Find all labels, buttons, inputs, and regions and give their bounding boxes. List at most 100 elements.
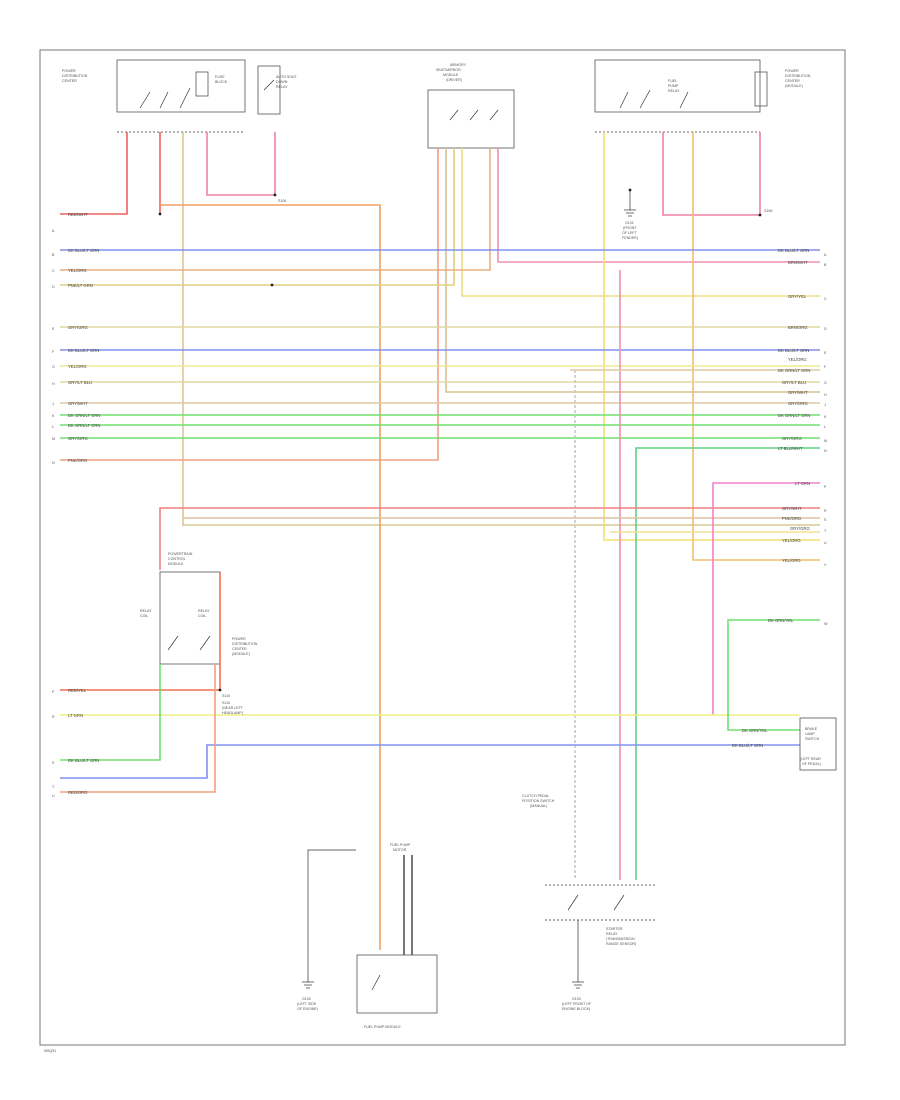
wire-label: GRY/WHT bbox=[782, 506, 802, 511]
pin-letter: R bbox=[52, 715, 55, 719]
pin-letter: B bbox=[52, 253, 55, 257]
wire-label: GRY/ORG bbox=[790, 526, 810, 531]
wire-ml-blue bbox=[60, 744, 800, 779]
wire-label: GRY/ORG bbox=[68, 436, 88, 441]
svg-text:(FRONT: (FRONT bbox=[623, 226, 637, 230]
right-wire-labels: DK BLU/LT GRN BRN/WHT GRY/YEL BRN/ORG DK… bbox=[732, 248, 810, 748]
pin-letter: V bbox=[824, 563, 827, 567]
wire-ml-green-r bbox=[727, 619, 820, 731]
svg-text:PUMP: PUMP bbox=[668, 84, 679, 88]
svg-text:CENTER: CENTER bbox=[785, 79, 800, 83]
wire-tr-yellow bbox=[603, 132, 820, 541]
svg-text:(LEFT SIDE: (LEFT SIDE bbox=[297, 1002, 317, 1006]
svg-text:DISTRIBUTION: DISTRIBUTION bbox=[785, 74, 811, 78]
left-wire-labels: RED/WHT DK BLU/LT GRN YEL/ORG PNK/LT GRN… bbox=[68, 212, 100, 795]
wire-label: DK BLU/LT GRN bbox=[68, 348, 99, 353]
wire-ml-red bbox=[60, 572, 221, 691]
svg-text:G103: G103 bbox=[572, 997, 581, 1001]
wire-label: PNK/ORG bbox=[782, 516, 801, 521]
pin-letter: G bbox=[52, 365, 55, 369]
svg-text:OF LEFT: OF LEFT bbox=[622, 231, 638, 235]
wire-label: YEL/ORG bbox=[788, 357, 807, 362]
svg-text:OF PEDAL): OF PEDAL) bbox=[802, 762, 821, 766]
svg-text:POWER: POWER bbox=[232, 637, 246, 641]
wire-label: LT BLU/WHT bbox=[778, 446, 803, 451]
wire-label: YEL/ORG bbox=[782, 538, 801, 543]
svg-text:SWITCH: SWITCH bbox=[805, 737, 820, 741]
wire-label: BRN/WHT bbox=[788, 260, 808, 265]
top-right-ground-label: G101 (FRONT OF LEFT FENDER) bbox=[622, 221, 638, 240]
bottom-right-relay-label: STARTER RELAY (TRANSMISSION RANGE SENSOR… bbox=[606, 927, 636, 946]
svg-text:RELAY: RELAY bbox=[276, 85, 288, 89]
wire-label: LT GRN bbox=[68, 713, 83, 718]
svg-text:(MANUAL): (MANUAL) bbox=[530, 804, 547, 808]
wire-label: PNK/ORG bbox=[68, 458, 87, 463]
wire-label: GRY/LT BLU bbox=[68, 380, 92, 385]
svg-text:RELAY: RELAY bbox=[198, 609, 210, 613]
middle-left-relay-a: RELAY COIL bbox=[140, 609, 152, 618]
wire-pink-1 bbox=[206, 132, 276, 196]
wire-label: GRY/LT BLU bbox=[782, 380, 806, 385]
bottom-right-switch-label: CLUTCH PEDAL POSITION SWITCH (MANUAL) bbox=[522, 794, 555, 808]
pin-letter: P bbox=[52, 690, 55, 694]
pin-letter: P bbox=[824, 485, 827, 489]
pin-letter: S bbox=[824, 518, 827, 522]
wire-tan-1 bbox=[182, 132, 820, 526]
svg-text:POSITION SWITCH: POSITION SWITCH bbox=[522, 799, 555, 803]
svg-text:DOWN: DOWN bbox=[276, 80, 288, 84]
svg-text:G100: G100 bbox=[302, 997, 311, 1001]
svg-text:COIL: COIL bbox=[140, 614, 148, 618]
splice-labels: S106 S106 S110 bbox=[222, 199, 772, 698]
pin-letter: M bbox=[824, 439, 827, 443]
middle-left-note: POWER DISTRIBUTION CENTER (MODULE) bbox=[232, 637, 258, 656]
svg-text:CENTER: CENTER bbox=[232, 647, 247, 651]
pin-letter: J bbox=[824, 403, 826, 407]
svg-text:AUTO SHUT: AUTO SHUT bbox=[276, 75, 298, 79]
pin-letter: S bbox=[52, 761, 55, 765]
pin-letter: K bbox=[52, 414, 55, 418]
splice-label: S106 bbox=[278, 199, 286, 203]
pin-letter: F bbox=[52, 350, 55, 354]
wire-label: DK GRN/LT GRN bbox=[68, 413, 100, 418]
svg-text:FUSE: FUSE bbox=[215, 75, 225, 79]
wire-label: RED/YEL bbox=[68, 688, 87, 693]
pin-letter: M bbox=[52, 437, 55, 441]
bottom-right-switch: CLUTCH PEDAL POSITION SWITCH (MANUAL) ST… bbox=[522, 794, 655, 1011]
wire-label: YEL/ORG bbox=[68, 364, 87, 369]
splice-label: S110 bbox=[222, 694, 230, 698]
wire-tr-orange bbox=[692, 132, 820, 561]
svg-text:ENGINE BLOCK): ENGINE BLOCK) bbox=[562, 1007, 590, 1011]
wire-label: DK BLU/LT GRN bbox=[732, 743, 763, 748]
svg-text:POWER: POWER bbox=[785, 69, 799, 73]
svg-text:RANGE SENSOR): RANGE SENSOR) bbox=[606, 942, 636, 946]
pin-letter: R bbox=[824, 509, 827, 513]
wire-label: DK GRN/YEL bbox=[742, 728, 768, 733]
middle-left-module-label: POWERTRAIN CONTROL MODULE bbox=[168, 552, 193, 566]
svg-text:COIL: COIL bbox=[198, 614, 206, 618]
top-right-relay-label: FUEL PUMP RELAY bbox=[668, 79, 680, 93]
wire-label: LT GRN bbox=[795, 481, 810, 486]
pin-letter: L bbox=[52, 425, 54, 429]
top-left-module-label: POWER DISTRIBUTION CENTER bbox=[62, 69, 88, 83]
svg-text:MEMORY: MEMORY bbox=[450, 63, 467, 67]
bottom-left-ground: G100 (LEFT SIDE OF ENGINE) bbox=[297, 849, 356, 1011]
svg-text:G101: G101 bbox=[625, 221, 634, 225]
pin-letter: H bbox=[824, 393, 827, 397]
pin-letter: E bbox=[824, 351, 827, 355]
junction-dots bbox=[158, 188, 762, 692]
wire-label: GRY/WHT bbox=[788, 390, 808, 395]
svg-text:CENTER: CENTER bbox=[62, 79, 77, 83]
svg-text:FUEL: FUEL bbox=[668, 79, 677, 83]
pin-letter: H bbox=[52, 382, 55, 386]
svg-text:BRAKE: BRAKE bbox=[805, 727, 818, 731]
wire-label: BRN/ORG bbox=[788, 325, 808, 330]
middle-left-relay-b: RELAY COIL bbox=[198, 609, 210, 618]
svg-text:FUEL PUMP: FUEL PUMP bbox=[390, 843, 411, 847]
wire-label: DK BLU/LT GRN bbox=[778, 348, 809, 353]
svg-text:RELAY: RELAY bbox=[668, 89, 680, 93]
svg-text:RELAY: RELAY bbox=[606, 932, 618, 936]
wire-red-1 bbox=[60, 132, 128, 215]
top-right-ground: G101 (FRONT OF LEFT FENDER) bbox=[622, 190, 638, 240]
pin-letter: N bbox=[52, 461, 55, 465]
